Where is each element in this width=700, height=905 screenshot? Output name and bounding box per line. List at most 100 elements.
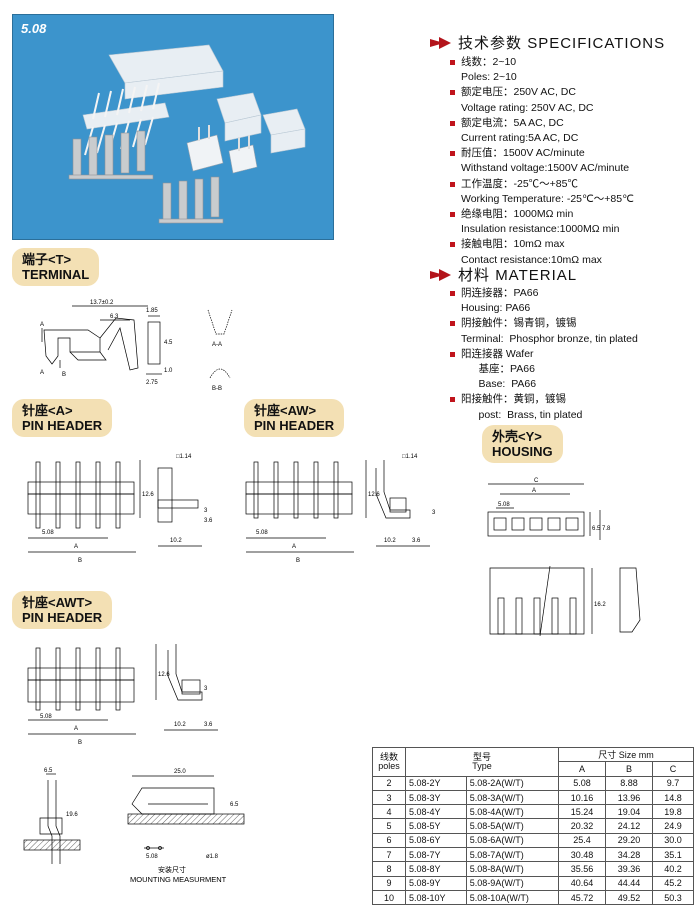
- spec-item-en-row: Withstand voltage:1500V AC/minute: [450, 161, 695, 176]
- pin-a-dim-a: A: [74, 544, 78, 550]
- terminal-dim-1-0: 1.0: [164, 368, 173, 374]
- spec-item-cn: 额定电压：250V AC, DC: [461, 86, 576, 99]
- table-cell: 9: [372, 875, 406, 891]
- spec-item-cn: 额定电流：5A AC, DC: [461, 116, 564, 129]
- pin-header-aw-tag-en: PIN HEADER: [254, 418, 335, 433]
- pin-awt-pin-size: □1.14: [176, 640, 192, 641]
- spec-item-en-row: Current rating:5A AC, DC: [450, 131, 695, 146]
- material-line-text: Base: PA66: [461, 378, 537, 391]
- spec-item-en: Current rating:5A AC, DC: [461, 132, 579, 145]
- housing-dim-7-8: 7.8: [602, 526, 611, 532]
- pin-aw-pin-size: □1.14: [402, 454, 418, 460]
- pin-header-a-drawing: 5.08 A B □1.14 12.6 3.6 3 10.2: [27, 454, 213, 564]
- material-line-text: post: Brass, tin plated: [461, 408, 583, 421]
- housing-slot: [515, 597, 523, 635]
- pin-awt-dim-3-6: 3.6: [204, 722, 213, 728]
- table-cell: 40.2: [652, 861, 694, 877]
- table-cell: 5.08-2A(W/T): [465, 775, 560, 791]
- housing-cavity: [547, 517, 561, 531]
- mount-dim-6-5: 6.5: [44, 768, 53, 774]
- material-line: 阳接触件：黄铜，镀锡: [450, 392, 695, 407]
- spec-item-en-row: Poles: 2~10: [450, 70, 695, 85]
- mounting-drawing: 6.5 19.6 25.0 6.5 5.08 ø1.8 安装尺寸 MOUNTIN…: [23, 768, 245, 884]
- terminal-section-tag: 端子<T> TERMINAL: [12, 248, 100, 286]
- mount-dim-6-5b: 6.5: [230, 802, 239, 808]
- housing-cavity: [565, 517, 579, 531]
- pin-header-awt-section-tag: 针座<AWT> PIN HEADER: [12, 591, 113, 629]
- mount-hole-dim: ø1.8: [206, 854, 219, 860]
- table-cell: 49.52: [605, 889, 653, 905]
- pin-header-a-tag-cn: 针座<A>: [22, 403, 73, 418]
- table-cell: 40.64: [558, 875, 606, 891]
- table-cell: 2: [372, 775, 406, 791]
- bullet-square-icon: [450, 90, 455, 96]
- table-cell: 5.08: [558, 775, 606, 791]
- table-cell: 5.08-3A(W/T): [465, 789, 560, 806]
- table-cell: 50.3: [652, 889, 694, 905]
- bullet-square-icon: [450, 60, 455, 65]
- table-cell: 39.36: [605, 861, 653, 877]
- terminal-label-b: B: [62, 372, 66, 378]
- bullet-square-icon: [450, 120, 455, 126]
- col-c-header: C: [652, 761, 694, 777]
- table-cell: 10: [372, 889, 406, 905]
- pin-a-dim-3: 3: [204, 508, 208, 514]
- pin-a-pitch-dim: 5.08: [42, 530, 54, 536]
- connector-photo-illustration: [68, 44, 306, 224]
- material-heading: 材料 MATERIAL: [430, 264, 577, 285]
- table-cell: 13.96: [605, 789, 653, 806]
- table-cell: 5.08-7Y: [405, 847, 467, 863]
- material-line: 阳连接器 Wafer: [450, 347, 695, 362]
- header-pin: [35, 647, 41, 711]
- material-line-text: 阳接触件：黄铜，镀锡: [461, 393, 566, 406]
- table-cell: 14.8: [652, 789, 694, 806]
- table-cell: 5.08-10Y: [405, 889, 467, 905]
- table-cell: 5.08-6A(W/T): [465, 832, 560, 849]
- material-line-text: 阴连接器：PA66: [461, 287, 539, 299]
- terminal-dim-4-5: 4.5: [164, 340, 173, 346]
- pin-a-dim-10-2: 10.2: [170, 538, 182, 544]
- product-photo: 5.08: [12, 14, 334, 240]
- table-cell: 30.0: [652, 832, 694, 849]
- spec-item: 耐压值：1500V AC/minute: [450, 146, 695, 161]
- housing-dim-6-5: 6.5: [592, 526, 601, 532]
- table-cell: 8: [372, 861, 406, 877]
- housing-cavity: [529, 517, 543, 531]
- header-pin: [253, 461, 259, 519]
- header-pin: [95, 647, 101, 711]
- material-line: Housing: PA66: [450, 301, 695, 316]
- housing-dim-c: C: [534, 478, 539, 484]
- housing-slot: [569, 597, 577, 635]
- table-cell: 19.04: [605, 804, 653, 820]
- spec-item-cn: 耐压值：1500V AC/minute: [461, 147, 585, 160]
- pin-header-aw-tag-cn: 针座<AW>: [254, 403, 317, 418]
- header-pin: [75, 647, 81, 711]
- table-cell: 44.44: [605, 875, 653, 891]
- housing-tag-en: HOUSING: [492, 444, 553, 459]
- spec-item: 工作温度：-25℃～+85℃: [450, 177, 695, 192]
- spec-item: 绝缘电阻：1000MΩ min: [450, 207, 695, 222]
- header-pin: [115, 461, 121, 529]
- pin-aw-dim-3-6: 3.6: [412, 538, 421, 544]
- material-line-text: Housing: PA66: [461, 302, 531, 315]
- material-line: Base: PA66: [450, 377, 695, 392]
- table-cell: 10.16: [558, 789, 606, 806]
- table-cell: 5.08-8Y: [405, 861, 467, 877]
- spec-item-en: Poles: 2~10: [461, 71, 517, 84]
- table-cell: 45.2: [652, 875, 694, 891]
- housing-dim-a: A: [532, 488, 536, 494]
- table-cell: 5.08-10A(W/T): [465, 889, 560, 905]
- table-cell: 6: [372, 832, 406, 849]
- table-cell: 34.28: [605, 847, 653, 863]
- material-title: 材料 MATERIAL: [458, 267, 578, 284]
- material-line: post: Brass, tin plated: [450, 408, 695, 423]
- material-line-text: Terminal: Phosphor bronze, tin plated: [461, 332, 638, 345]
